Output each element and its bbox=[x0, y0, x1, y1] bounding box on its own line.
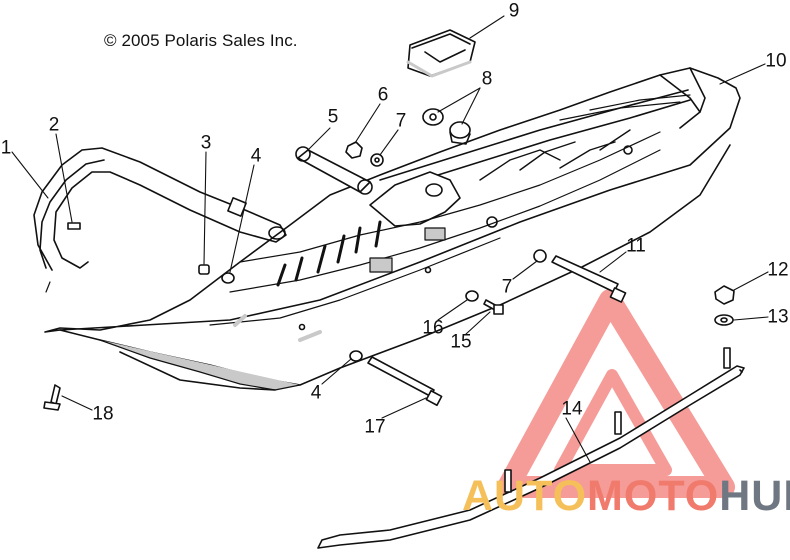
callout-label: 1 bbox=[0, 137, 12, 159]
callout-label: 9 bbox=[508, 0, 520, 22]
callout-label: 11 bbox=[626, 235, 646, 257]
wear-bar-14 bbox=[317, 347, 745, 549]
nut-3 bbox=[198, 264, 210, 275]
leader-lines bbox=[11, 15, 769, 463]
callout-label: 12 bbox=[767, 259, 789, 281]
block-9 bbox=[406, 29, 476, 78]
nut-12 bbox=[714, 285, 735, 305]
pin-5 bbox=[295, 146, 373, 195]
watermark-part-1: AUTO bbox=[462, 472, 588, 520]
callout-label: 4 bbox=[310, 382, 322, 404]
callout-label: 7 bbox=[395, 110, 407, 132]
callout-label: 8 bbox=[481, 68, 493, 90]
callout-label: 15 bbox=[450, 331, 472, 353]
bolt-15 bbox=[483, 299, 504, 315]
callout-label: 10 bbox=[765, 50, 787, 72]
callout-label: 5 bbox=[327, 106, 339, 128]
nut-6 bbox=[345, 141, 363, 159]
bolt-2 bbox=[67, 222, 81, 230]
bolt-11 bbox=[551, 255, 627, 303]
callout-label: 3 bbox=[200, 132, 212, 154]
callout-label: 17 bbox=[364, 416, 386, 438]
washer-16 bbox=[465, 290, 479, 302]
washer-4-lower bbox=[349, 350, 363, 362]
bushing-8 bbox=[422, 108, 471, 145]
callout-label: 2 bbox=[48, 114, 60, 136]
watermark-part-2: MOTO bbox=[587, 472, 720, 520]
washer-7-lower bbox=[533, 249, 547, 263]
copyright-notice: © 2005 Polaris Sales Inc. bbox=[104, 31, 298, 50]
callout-label: 13 bbox=[767, 306, 789, 328]
bolt-17 bbox=[367, 356, 443, 407]
callout-label: 18 bbox=[92, 403, 114, 425]
callout-label: 16 bbox=[422, 317, 444, 339]
watermark-logo-icon bbox=[497, 289, 735, 498]
callout-label: 14 bbox=[561, 398, 583, 420]
callout-label: 6 bbox=[377, 84, 389, 106]
washer-13 bbox=[714, 314, 734, 326]
washer-7-top bbox=[370, 153, 384, 167]
callout-label: 4 bbox=[250, 145, 262, 167]
watermark-text: AUTOMOTOHUB bbox=[462, 472, 790, 521]
ski-body bbox=[44, 67, 741, 391]
ski-handle bbox=[33, 147, 287, 293]
callout-label: 7 bbox=[501, 276, 513, 298]
rivet-18 bbox=[43, 384, 61, 411]
washer-4-top bbox=[221, 272, 235, 284]
watermark-part-3: HUB bbox=[719, 472, 790, 520]
